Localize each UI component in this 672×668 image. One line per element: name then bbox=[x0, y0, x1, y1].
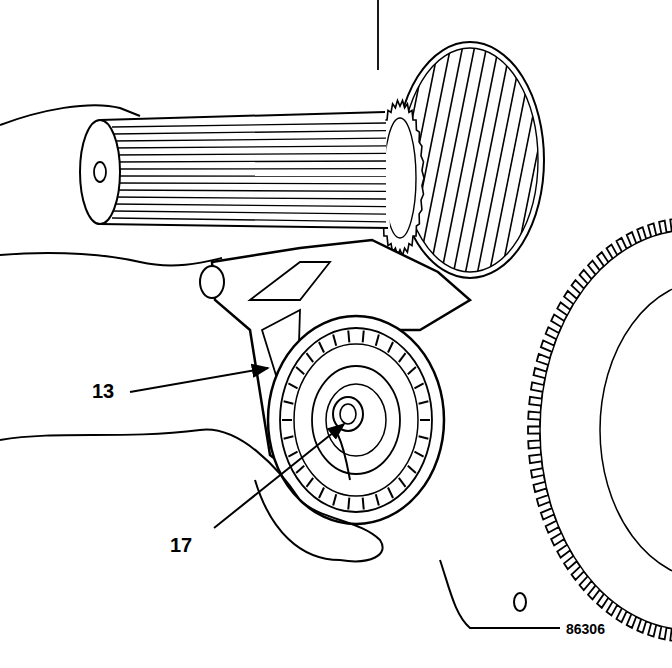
callout-number: 17 bbox=[170, 535, 192, 555]
callout-number: 13 bbox=[92, 381, 114, 401]
leader-line bbox=[214, 424, 344, 528]
splined-shaft bbox=[80, 112, 390, 228]
bolt-hole bbox=[514, 593, 526, 611]
edge-line bbox=[440, 560, 560, 628]
large-gear bbox=[528, 219, 672, 641]
hand-outline bbox=[0, 430, 383, 562]
edge-line bbox=[377, 0, 379, 70]
figure-number: 86306 bbox=[566, 622, 605, 636]
hand-outline bbox=[0, 105, 222, 265]
finger-outline bbox=[338, 435, 350, 480]
leader-line bbox=[130, 368, 268, 392]
bracket-boss bbox=[200, 266, 224, 298]
